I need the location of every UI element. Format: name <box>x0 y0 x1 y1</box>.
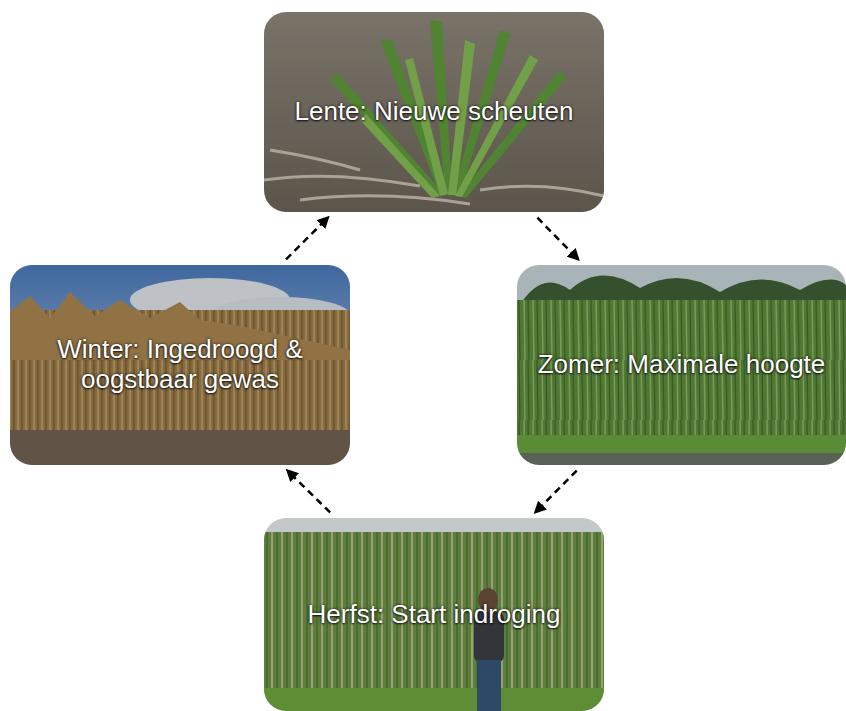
cycle-arrow <box>288 471 331 513</box>
cycle-arrow <box>535 471 576 513</box>
season-box: Winter: Ingedroogd & oogstbaar gewas <box>10 265 350 465</box>
season-box: Lente: Nieuwe scheuten <box>264 12 604 212</box>
season-box: Herfst: Start indroging <box>264 518 604 711</box>
season-label: Zomer: Maximale hoogte <box>538 350 826 380</box>
cycle-arrow <box>537 218 578 260</box>
season-label: Winter: Ingedroogd & oogstbaar gewas <box>22 335 338 395</box>
season-label: Lente: Nieuwe scheuten <box>295 97 574 127</box>
season-box: Zomer: Maximale hoogte <box>517 265 846 465</box>
cycle-arrow <box>286 218 328 260</box>
season-label: Herfst: Start indroging <box>308 600 561 630</box>
